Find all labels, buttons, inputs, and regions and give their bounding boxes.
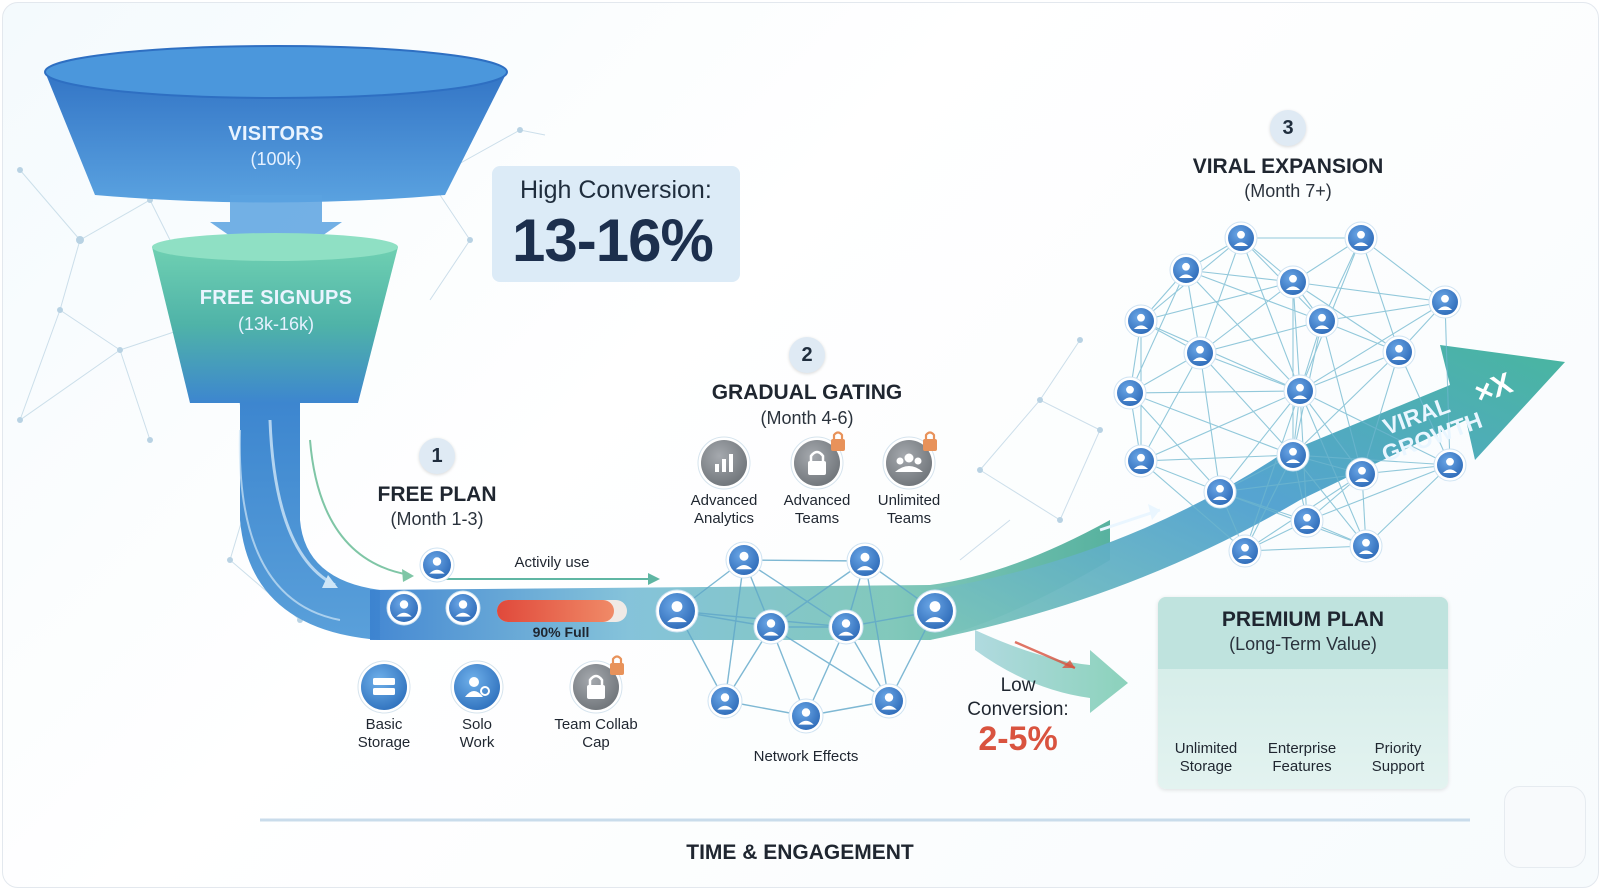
step-1-badge: 1 <box>419 438 455 474</box>
lock-badge-icon <box>923 431 937 451</box>
funnel-top <box>44 45 508 268</box>
viral-user-icon <box>1276 438 1310 472</box>
time-axis-label: TIME & ENGAGEMENT <box>686 841 914 864</box>
funnel-bottom <box>152 233 398 403</box>
viral-user-icon <box>1283 374 1317 408</box>
stage3-title: VIRAL EXPANSION <box>1192 155 1384 178</box>
feature-team-collab-cap-label: Team Collab Cap <box>554 716 638 751</box>
stage2-title: GRADUAL GATING <box>711 381 903 404</box>
viral-user-icon <box>1382 335 1416 369</box>
stage2-bar-chart-icon <box>697 436 751 490</box>
network-user-icon <box>871 683 907 719</box>
low-conversion-value: 2-5% <box>978 720 1058 758</box>
viral-user-icon <box>1433 448 1467 482</box>
visitors-title: VISITORS <box>228 123 324 145</box>
viral-user-icon <box>1276 265 1310 299</box>
premium-plan-header <box>1158 597 1448 669</box>
network-user-icon <box>725 541 763 579</box>
stage1-user-link-icon <box>450 660 504 714</box>
premium-plan-card <box>1158 597 1448 789</box>
viral-user-icon <box>1228 534 1262 568</box>
stage1-title: FREE PLAN <box>377 483 497 506</box>
stage1-user-icon <box>386 590 422 626</box>
viral-user-icon <box>1349 529 1383 563</box>
premium-priority-support-label: Priority Support <box>1371 740 1425 775</box>
viral-user-icon <box>1183 336 1217 370</box>
network-user-icon <box>655 589 699 633</box>
high-conversion-value: 13-16% <box>512 207 714 274</box>
viral-user-icon <box>1124 444 1158 478</box>
viral-user-icon <box>1345 457 1379 491</box>
premium-branch-arrow <box>975 630 1128 713</box>
feature-basic-storage-label: Basic Storage <box>357 716 411 751</box>
network-user-icon <box>846 542 884 580</box>
premium-enterprise-features-label: Enterprise Features <box>1267 740 1337 775</box>
premium-title: PREMIUM PLAN <box>1221 608 1385 631</box>
stage2-group-icon <box>882 436 936 490</box>
stage3-period: (Month 7+) <box>1244 181 1332 201</box>
low-conversion-label: Low Conversion: <box>967 675 1069 720</box>
feature-advanced-analytics-label: Advanced Analytics <box>690 492 758 527</box>
visitors-value: (100k) <box>250 149 302 169</box>
viral-user-icon <box>1113 376 1147 410</box>
feature-solo-work-label: Solo Work <box>459 716 495 751</box>
feature-unlimited-teams-label: Unlimited Teams <box>877 492 941 527</box>
viral-user-icon <box>1124 304 1158 338</box>
stage1-padlock-icon <box>569 660 623 714</box>
viral-user-icon <box>1305 304 1339 338</box>
stage1-user-icon <box>445 590 481 626</box>
stage1-period: (Month 1-3) <box>390 509 484 529</box>
signups-title: FREE SIGNUPS <box>199 287 353 309</box>
viral-user-icon <box>1203 475 1237 509</box>
activity-label: Activily use <box>514 554 590 571</box>
network-user-icon <box>913 589 957 633</box>
network-user-icon <box>828 609 864 645</box>
stage2-padlock-icon <box>790 436 844 490</box>
watermark-logo <box>1504 786 1586 868</box>
drop-stream <box>240 403 380 640</box>
stage1-user-icon <box>419 547 455 583</box>
high-conversion-label: High Conversion: <box>520 176 712 204</box>
viral-growth-arrow <box>930 345 1565 640</box>
viral-user-icon <box>1344 221 1378 255</box>
step-2-badge: 2 <box>789 337 825 373</box>
network-user-icon <box>788 698 824 734</box>
step-3-badge: 3 <box>1270 110 1306 146</box>
stage2-period: (Month 4-6) <box>760 408 854 428</box>
premium-subtitle: (Long-Term Value) <box>1229 634 1377 654</box>
capacity-bar <box>497 600 627 622</box>
viral-user-icon <box>1224 221 1258 255</box>
network-user-icon <box>753 609 789 645</box>
lock-badge-icon <box>831 431 845 451</box>
network-effects-label: Network Effects <box>753 748 859 765</box>
network-user-icon <box>707 683 743 719</box>
stage1-server-icon <box>357 660 411 714</box>
high-conversion-box <box>492 166 740 282</box>
viral-user-icon <box>1169 253 1203 287</box>
lock-badge-icon <box>610 655 624 675</box>
capacity-label: 90% Full <box>532 624 590 640</box>
premium-unlimited-storage-label: Unlimited Storage <box>1174 740 1238 775</box>
viral-user-icon <box>1428 285 1462 319</box>
signups-value: (13k-16k) <box>237 314 315 334</box>
viral-user-icon <box>1290 504 1324 538</box>
feature-advanced-teams-label: Advanced Teams <box>783 492 851 527</box>
